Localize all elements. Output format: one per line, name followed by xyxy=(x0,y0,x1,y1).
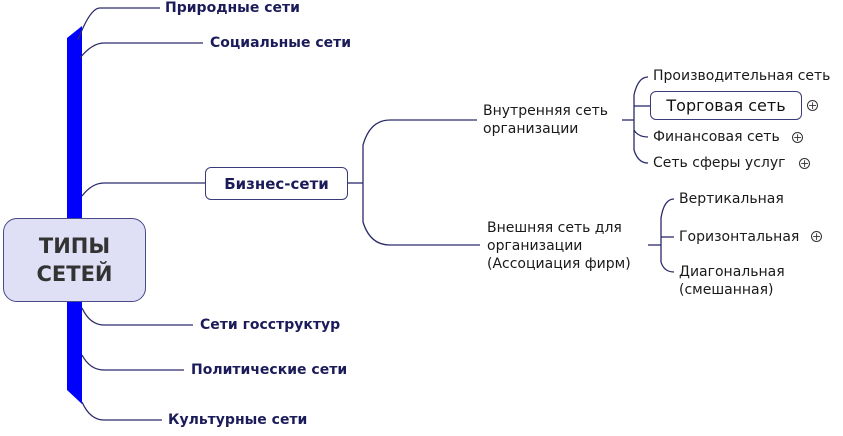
external-line3: (Ассоциация фирм) xyxy=(487,256,631,272)
root-line1: ТИПЫ xyxy=(38,234,111,258)
main-spine xyxy=(67,26,82,404)
external-line1: Внешняя сеть для xyxy=(487,220,622,236)
node-trade-network[interactable]: Торговая сеть xyxy=(650,91,802,120)
node-business-networks[interactable]: Бизнес-сети xyxy=(205,167,348,200)
node-vertical[interactable]: Вертикальная xyxy=(679,191,784,207)
link-vertical xyxy=(660,198,675,245)
link-political xyxy=(81,354,184,371)
link-services xyxy=(633,130,649,164)
diagonal-line2: (смешанная) xyxy=(679,282,774,298)
expand-services-icon[interactable]: + xyxy=(799,157,810,170)
node-government-networks[interactable]: Сети госструктур xyxy=(200,317,341,333)
expand-finance-icon[interactable]: + xyxy=(792,131,803,144)
expand-trade-icon[interactable]: + xyxy=(807,99,818,112)
node-internal-network[interactable]: Внутренняя сеть организации xyxy=(483,102,608,138)
expand-horizontal-icon[interactable]: + xyxy=(811,230,822,243)
link-external xyxy=(362,183,480,246)
root-node[interactable]: ТИПЫ СЕТЕЙ xyxy=(3,218,146,302)
link-natural xyxy=(77,7,160,41)
link-business xyxy=(81,182,205,197)
link-finance xyxy=(633,120,649,138)
node-finance-network[interactable]: Финансовая сеть xyxy=(653,129,780,145)
link-government xyxy=(81,307,193,326)
root-line2: СЕТЕЙ xyxy=(36,262,113,286)
internal-line1: Внутренняя сеть xyxy=(483,103,609,119)
diagonal-line1: Диагональная xyxy=(679,264,785,280)
internal-line2: организации xyxy=(483,121,579,137)
node-social-networks[interactable]: Социальные сети xyxy=(210,35,352,51)
link-production xyxy=(633,76,649,120)
node-cultural-networks[interactable]: Культурные сети xyxy=(168,412,308,428)
link-social xyxy=(79,42,203,59)
link-internal xyxy=(362,119,477,183)
node-diagonal[interactable]: Диагональная (смешанная) xyxy=(679,263,785,299)
link-diagonal xyxy=(660,245,675,273)
node-natural-networks[interactable]: Природные сети xyxy=(165,0,300,16)
node-political-networks[interactable]: Политические сети xyxy=(191,362,348,378)
node-production-network[interactable]: Производительная сеть xyxy=(653,68,831,84)
node-external-network[interactable]: Внешняя сеть для организации (Ассоциация… xyxy=(487,219,631,273)
external-line2: организации xyxy=(487,238,583,254)
node-horizontal[interactable]: Горизонтальная xyxy=(679,229,800,245)
link-cultural xyxy=(81,401,162,421)
node-services-network[interactable]: Сеть сферы услуг xyxy=(653,155,786,171)
